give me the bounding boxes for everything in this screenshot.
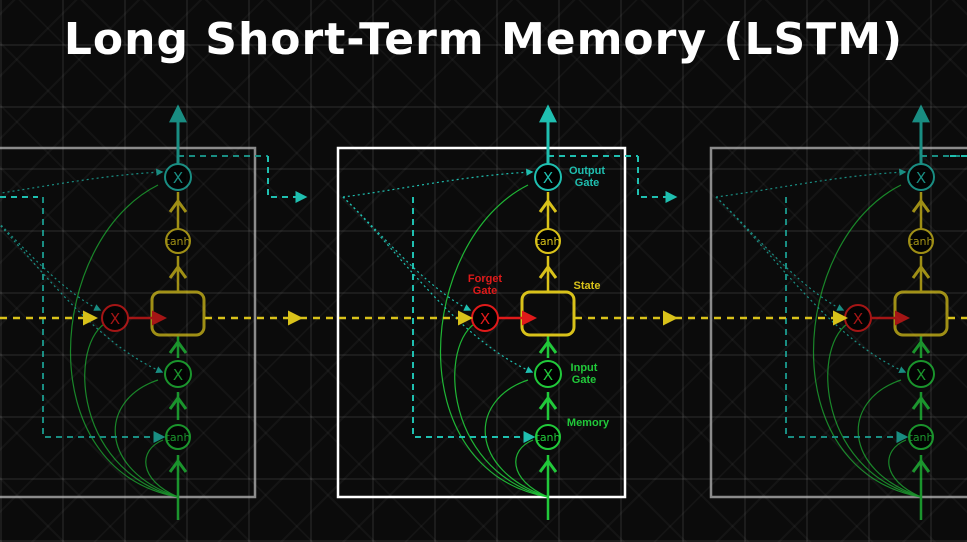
- curve-forget-left: [84, 319, 179, 498]
- curve-memory-middle: [515, 439, 549, 498]
- state-box-right: [893, 290, 949, 337]
- dot-output-left: [0, 168, 164, 194]
- tanh-chevron-middle: [538, 198, 558, 213]
- memory-tanh-label-middle: tanh: [536, 431, 561, 444]
- memory-chevron-left: [168, 395, 188, 410]
- curve-input-right: [857, 379, 922, 498]
- hidden-to-memory-middle: [412, 197, 536, 443]
- memory-tanh-node-left: [165, 424, 191, 450]
- cell-frame-left: [0, 146, 257, 499]
- input-gate-x-middle: X: [543, 366, 553, 384]
- curve-input-middle: [484, 379, 549, 498]
- tanh-chevron-right: [911, 198, 931, 213]
- input-gate-x-right: X: [916, 366, 926, 384]
- page-title: Long Short-Term Memory (LSTM): [63, 14, 904, 65]
- dot-forget-left: [0, 223, 102, 311]
- dot-forget-middle: [342, 196, 472, 311]
- hidden-left-to-mid: [267, 156, 308, 203]
- input-gate-node-right: [907, 360, 935, 388]
- input-gate-node-left: [164, 360, 192, 388]
- state-chevron-right: [911, 264, 931, 279]
- cell-frame-middle: [336, 146, 627, 499]
- tanh-chevron-left: [168, 198, 188, 213]
- curve-memory-right: [888, 439, 922, 498]
- curve-memory-left: [145, 439, 179, 498]
- dot-output-middle: [342, 168, 534, 198]
- curve-forget-right: [827, 319, 922, 498]
- output-gate-x-left: X: [173, 169, 183, 187]
- state-box-left: [150, 290, 206, 337]
- state-tanh-label-middle: tanh: [536, 235, 561, 248]
- input-chevron-left: [168, 458, 188, 473]
- curve-forget-middle: [454, 319, 549, 498]
- memory-chevron-right: [911, 395, 931, 410]
- input-gate-chevron-right: [911, 339, 931, 354]
- state-tanh-label-left: tanh: [166, 235, 191, 248]
- memory-chevron-middle: [538, 395, 558, 410]
- input-gate-node-middle: [534, 360, 562, 388]
- input-chevron-middle: [538, 458, 558, 473]
- input-gate-chevron-middle: [538, 339, 558, 354]
- memory-tanh-node-middle: [535, 424, 561, 450]
- input-gate-chevron-left: [168, 339, 188, 354]
- dot-input-middle: [342, 196, 534, 374]
- dot-forget-right: [715, 196, 845, 311]
- hidden-mid-to-right: [637, 156, 678, 203]
- dot-input-right: [715, 196, 907, 374]
- forget-gate-x-right: X: [853, 310, 863, 328]
- forget-gate-x-middle: X: [480, 310, 490, 328]
- input-gate-x-left: X: [173, 366, 183, 384]
- cell-frame-right: [709, 146, 967, 499]
- input-chevron-right: [911, 458, 931, 473]
- state-chevron-left: [168, 264, 188, 279]
- hidden-to-memory-right: [785, 197, 909, 443]
- curve-output-right: [813, 184, 922, 498]
- output-gate-x-middle: X: [543, 169, 553, 187]
- state-tanh-label-right: tanh: [909, 235, 934, 248]
- label-memory: Memory: [567, 417, 610, 429]
- state-box-middle: [520, 290, 576, 337]
- forget-gate-x-left: X: [110, 310, 120, 328]
- curve-input-left: [114, 379, 179, 498]
- memory-tanh-node-right: [908, 424, 934, 450]
- curve-output-left: [70, 184, 179, 498]
- label-state: State: [574, 280, 601, 292]
- memory-tanh-label-left: tanh: [166, 431, 191, 444]
- memory-tanh-label-right: tanh: [909, 431, 934, 444]
- curve-output-middle: [440, 184, 549, 498]
- output-gate-x-right: X: [916, 169, 926, 187]
- dot-output-right: [715, 168, 907, 198]
- state-chevron-middle: [538, 264, 558, 279]
- hidden-to-memory-left: [42, 197, 166, 443]
